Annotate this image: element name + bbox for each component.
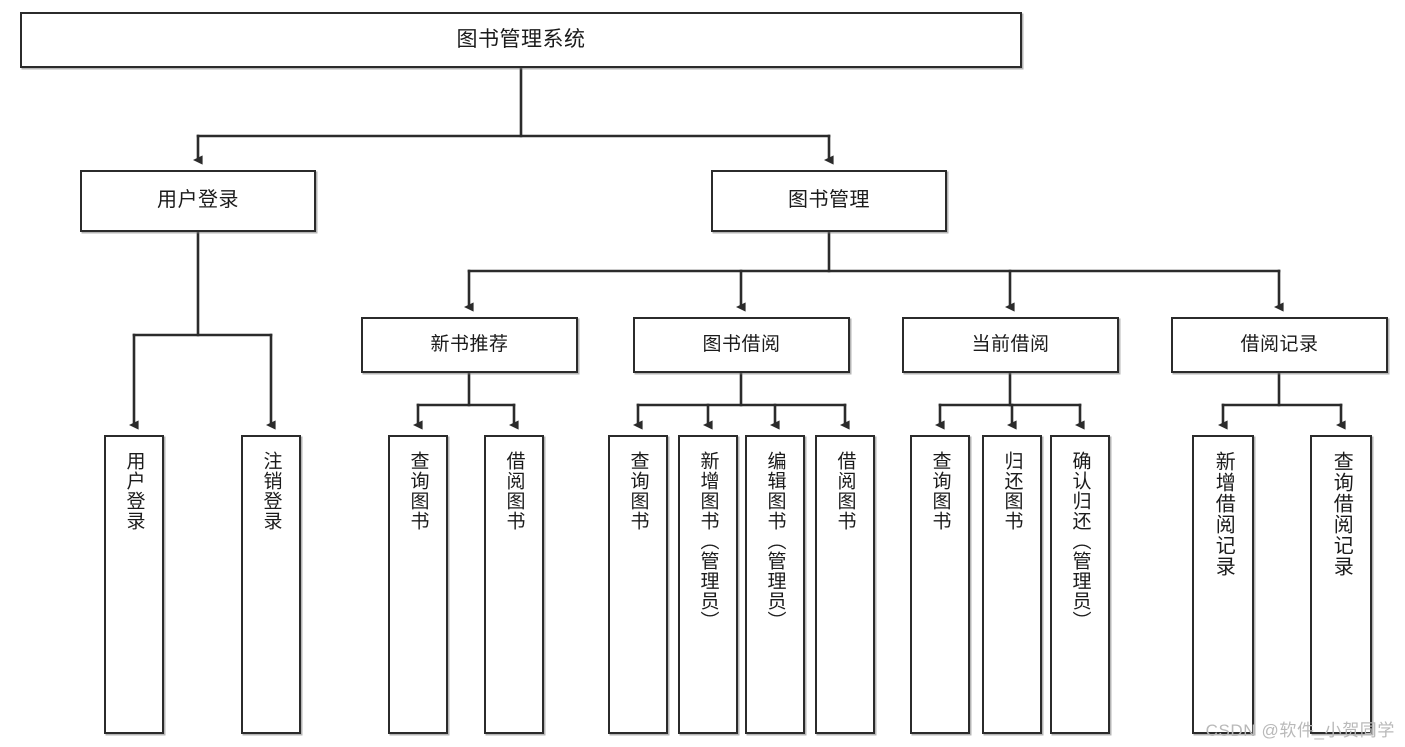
node-leaf-query-book-borrow[interactable]: 查询图书 [608,435,668,734]
node-book-management[interactable]: 图书管理 [711,170,947,232]
node-current-borrow-label: 当前借阅 [971,333,1050,355]
csdn-watermark: CSDN @软件_小贺同学 [1205,721,1395,740]
node-leaf-edit-book-admin[interactable]: 编辑图书（管理员） [745,435,805,734]
node-leaf-borrow-book[interactable]: 借阅图书 [815,435,875,734]
node-leaf-return-book-label: 归还图书 [1001,451,1023,531]
node-leaf-borrow-book-new[interactable]: 借阅图书 [484,435,544,734]
node-leaf-user-login-label: 用户登录 [123,451,145,531]
node-leaf-query-book-new-label: 查询图书 [407,451,429,531]
node-current-borrow[interactable]: 当前借阅 [902,317,1119,373]
node-leaf-confirm-return-admin-label: 确认归还（管理员） [1069,451,1091,631]
node-root-system[interactable]: 图书管理系统 [20,12,1022,68]
node-new-book-recommend-label: 新书推荐 [430,333,509,355]
node-leaf-query-book-borrow-label: 查询图书 [627,451,649,531]
node-leaf-add-book-admin[interactable]: 新增图书（管理员） [678,435,738,734]
node-book-borrow[interactable]: 图书借阅 [633,317,850,373]
node-user-login[interactable]: 用户登录 [80,170,316,232]
node-borrow-record-label: 借阅记录 [1240,333,1319,355]
node-leaf-borrow-book-new-label: 借阅图书 [503,451,525,531]
node-leaf-return-book[interactable]: 归还图书 [982,435,1042,734]
node-leaf-query-borrow-record[interactable]: 查询借阅记录 [1310,435,1372,734]
node-leaf-user-login[interactable]: 用户登录 [104,435,164,734]
node-leaf-query-book-current[interactable]: 查询图书 [910,435,970,734]
node-book-borrow-label: 图书借阅 [702,333,781,355]
node-leaf-query-borrow-record-label: 查询借阅记录 [1330,451,1353,577]
node-leaf-borrow-book-label: 借阅图书 [834,451,856,531]
node-leaf-edit-book-admin-label: 编辑图书（管理员） [764,451,786,631]
node-leaf-add-borrow-record[interactable]: 新增借阅记录 [1192,435,1254,734]
node-user-login-label: 用户登录 [157,189,239,212]
node-leaf-query-book-current-label: 查询图书 [929,451,951,531]
node-book-management-label: 图书管理 [788,189,870,212]
node-leaf-add-borrow-record-label: 新增借阅记录 [1212,451,1235,577]
node-leaf-logout-label: 注销登录 [260,451,282,531]
node-borrow-record[interactable]: 借阅记录 [1171,317,1388,373]
node-leaf-query-book-new[interactable]: 查询图书 [388,435,448,734]
node-root-system-label: 图书管理系统 [456,27,586,51]
node-leaf-logout[interactable]: 注销登录 [241,435,301,734]
node-leaf-confirm-return-admin[interactable]: 确认归还（管理员） [1050,435,1110,734]
node-leaf-add-book-admin-label: 新增图书（管理员） [697,451,719,631]
node-new-book-recommend[interactable]: 新书推荐 [361,317,578,373]
